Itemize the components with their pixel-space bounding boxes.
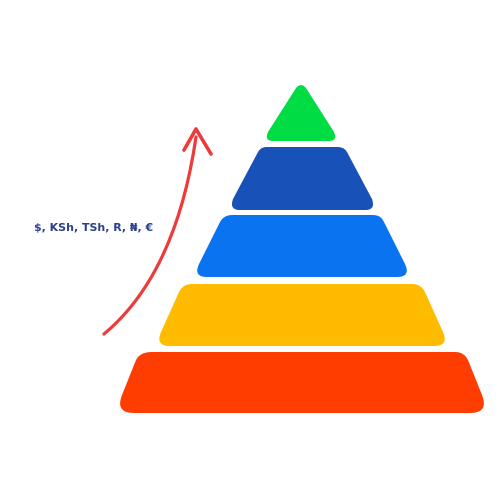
- pyramid-tier-top: [266, 85, 336, 141]
- currency-list-label: $, KSh, TSh, R, ₦, €: [34, 221, 154, 234]
- pyramid-tier-base: [120, 352, 484, 413]
- pyramid-tier-second: [231, 147, 374, 210]
- growth-arrow-head: [182, 127, 213, 156]
- pyramid-tier-middle: [197, 215, 407, 277]
- growth-arrow-shaft: [102, 135, 198, 336]
- growth-arrow-icon: [102, 127, 213, 336]
- pyramid-tier-fourth: [159, 284, 445, 346]
